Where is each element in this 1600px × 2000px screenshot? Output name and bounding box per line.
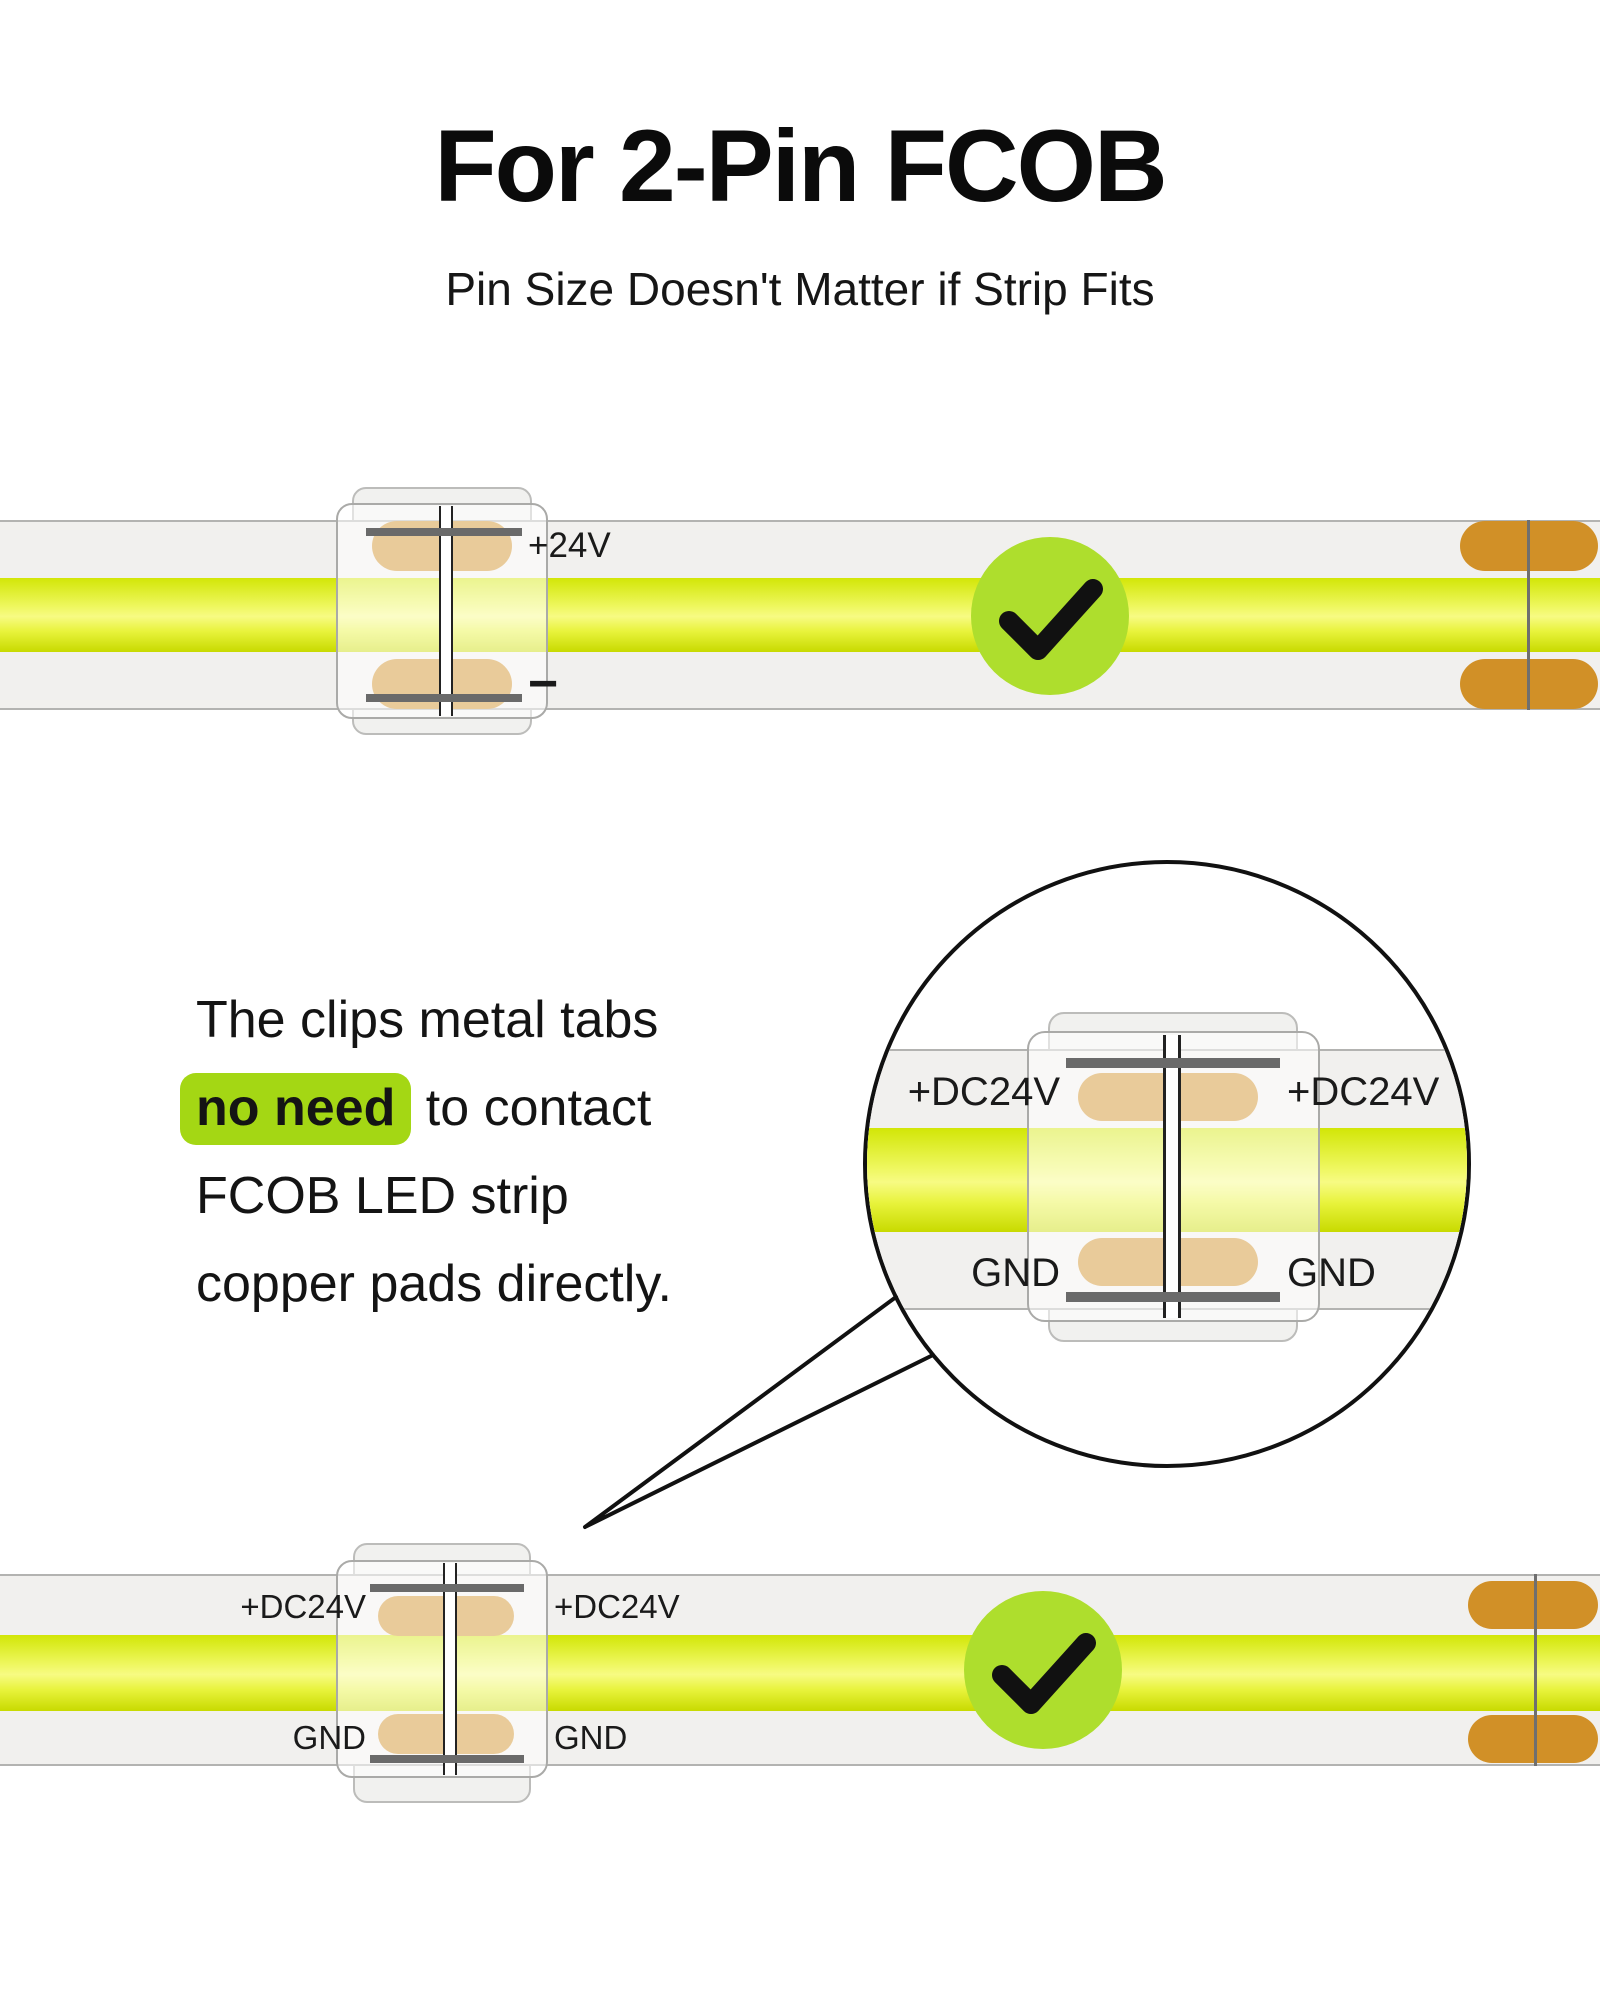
strip-junction (439, 506, 453, 716)
strip-cut-line (1534, 1574, 1537, 1766)
note-text: The clips metal tabs no need to contact … (180, 976, 672, 1328)
check-icon (964, 1591, 1122, 1749)
strip-cut-line (1527, 520, 1530, 710)
page-subtitle: Pin Size Doesn't Matter if Strip Fits (445, 263, 1155, 315)
copper-pad (1468, 1715, 1598, 1763)
led-light-band (0, 578, 1600, 652)
metal-tab (370, 1584, 524, 1592)
label-gnd-left: GND (971, 1251, 1060, 1295)
note-line: The clips metal tabs (196, 991, 659, 1049)
label-dc24v-right: +DC24V (554, 1588, 680, 1625)
note-line: copper pads directly. (196, 1255, 672, 1313)
label-positive: +24V (528, 526, 611, 565)
copper-pad (1468, 1581, 1598, 1629)
metal-tab (1066, 1058, 1280, 1068)
label-dc24v-left: +DC24V (907, 1070, 1060, 1114)
label-negative: − (528, 655, 559, 713)
highlight: no need (180, 1073, 412, 1145)
connector-clip (336, 1560, 548, 1778)
strip-junction (443, 1563, 457, 1775)
label-dc24v-right: +DC24V (1287, 1070, 1440, 1114)
label-gnd-left: GND (292, 1719, 366, 1756)
note-line: no need to contact (180, 1064, 672, 1152)
led-light-band (0, 1635, 1600, 1711)
page-title: For 2-Pin FCOB (434, 109, 1167, 223)
strip-junction (1163, 1035, 1181, 1318)
label-gnd-right: GND (1287, 1251, 1376, 1295)
check-icon (971, 537, 1129, 695)
label-dc24v-left: +DC24V (240, 1588, 366, 1625)
metal-tab (366, 528, 522, 536)
metal-tab (370, 1755, 524, 1763)
metal-tab (1066, 1292, 1280, 1302)
note-line: FCOB LED strip (196, 1167, 569, 1225)
label-gnd-right: GND (554, 1719, 628, 1756)
magnifier-circle: +DC24V +DC24V GND GND (863, 860, 1471, 1468)
metal-tab (366, 694, 522, 702)
